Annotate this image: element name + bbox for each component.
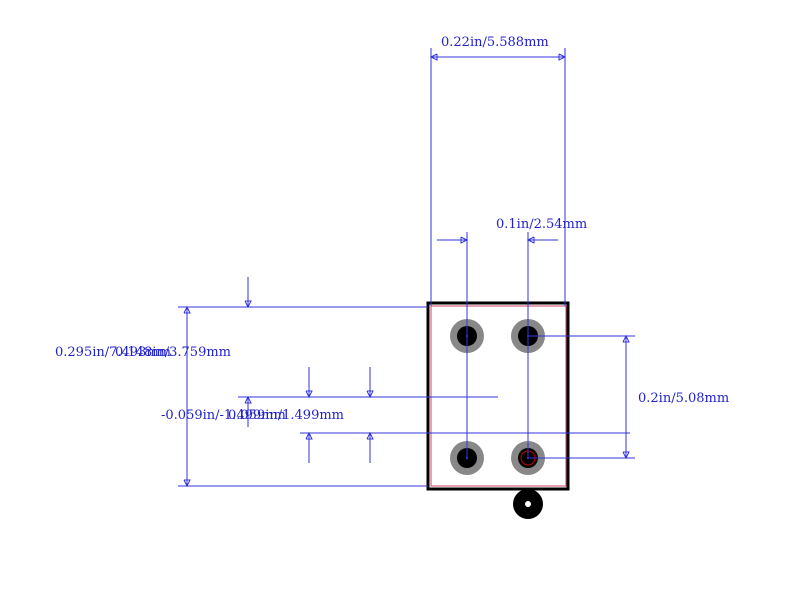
label-offset-b: 0.059in/1.499mm — [228, 408, 344, 423]
label-pitch-x: 0.1in/2.54mm — [496, 217, 587, 232]
silkscreen-outline — [426, 301, 570, 491]
pin1-indicator-dot — [513, 489, 543, 519]
dim-pitch-x: 0.1in/2.54mm — [437, 217, 587, 458]
dim-center-offsets: -0.059in/-1.499mm 0.059in/1.499mm — [161, 367, 630, 463]
label-height-total: 0.295in/7.493mm — [55, 345, 171, 360]
label-pitch-y: 0.2in/5.08mm — [638, 391, 729, 406]
dim-pitch-y: 0.2in/5.08mm — [528, 334, 729, 460]
label-offset-a: -0.059in/-1.499mm — [161, 408, 286, 423]
label-height-overlap: 0.148in/3.759mm — [115, 345, 231, 360]
courtyard-outline — [430, 305, 567, 487]
label-width-total: 0.22in/5.588mm — [441, 35, 549, 50]
dim-width-total: 0.22in/5.588mm — [429, 35, 567, 306]
dim-height-total: 0.295in/7.493mm 0.148in/3.759mm — [55, 277, 428, 488]
component-body — [426, 301, 570, 491]
